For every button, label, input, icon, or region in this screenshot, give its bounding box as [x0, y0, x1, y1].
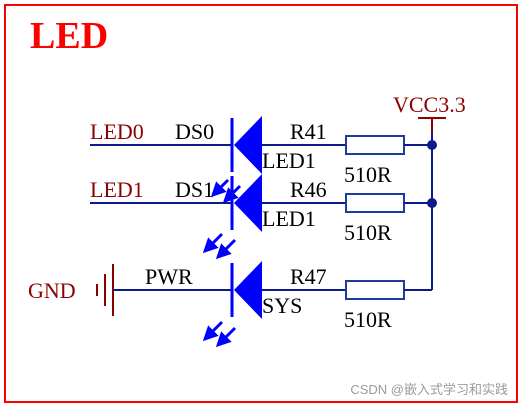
led1-net-label: LED1: [90, 177, 144, 202]
watermark: CSDN @嵌入式学习和实践: [350, 382, 508, 397]
ds0-designator: DS0: [175, 119, 214, 144]
pwr-part-label: SYS: [262, 293, 302, 318]
led-ds1-symbol: [230, 174, 262, 232]
r41-value: 510R: [344, 162, 392, 187]
ds1-part-label: LED1: [262, 206, 316, 231]
gnd-label: GND: [28, 278, 76, 303]
frame-border: [4, 4, 518, 403]
vcc-label: VCC3.3: [393, 92, 466, 117]
ds1-designator: DS1: [175, 177, 214, 202]
r47-value: 510R: [344, 307, 392, 332]
r46-value: 510R: [344, 220, 392, 245]
resistor-r46: [345, 193, 405, 213]
r47-designator: R47: [290, 264, 327, 289]
diagram-title: LED: [30, 15, 108, 57]
resistor-r47: [345, 280, 405, 300]
pwr-designator: PWR: [145, 264, 193, 289]
led-pwr-symbol: [230, 261, 262, 319]
resistor-r41: [345, 135, 405, 155]
emission-arrows-ds1: [202, 232, 237, 260]
ds0-part-label: LED1: [262, 148, 316, 173]
emission-arrows-pwr: [202, 320, 237, 348]
emission-arrows-ds0: [210, 178, 242, 204]
led0-net-label: LED0: [90, 119, 144, 144]
led-ds0-symbol: [230, 116, 262, 174]
r46-designator: R46: [290, 177, 327, 202]
ground-symbol: [96, 264, 114, 316]
r41-designator: R41: [290, 119, 327, 144]
